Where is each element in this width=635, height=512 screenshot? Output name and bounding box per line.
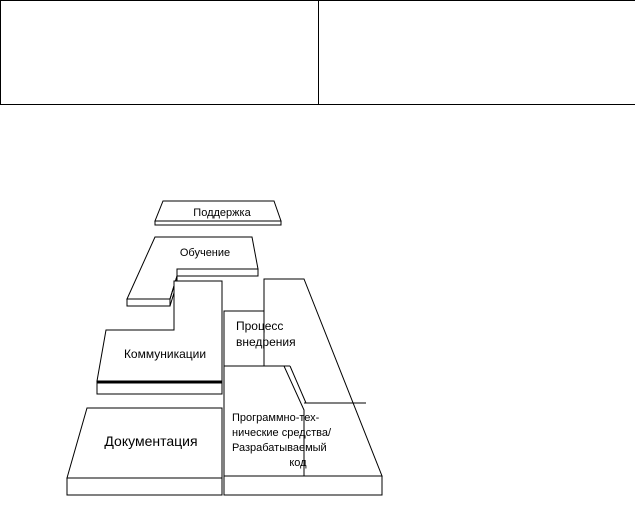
block-software-label-line2: нические средства/ [232,427,332,439]
block-documentation: Документация [66,407,223,496]
table-cell-left [0,0,319,105]
block-documentation-label: Документация [104,433,197,449]
block-software-label-line4: код [289,457,307,469]
table-row [0,0,635,105]
block-process-label-line2: внедрения [236,335,296,349]
block-communications-label: Коммуникации [124,347,206,361]
block-support-label: Поддержка [193,207,251,219]
block-communications: Коммуникации [96,280,223,395]
block-process-software: Процесс внедрения Программно-тех- ническ… [223,278,383,496]
block-process-label-line1: Процесс [236,319,283,333]
block-software-label-line3: Разрабатываемый [232,442,327,454]
block-software-label-line1: Программно-тех- [232,412,320,424]
block-support: Поддержка [154,200,282,226]
header-table [0,0,635,105]
block-training: Обучение [126,236,259,307]
block-training-label: Обучение [180,247,230,259]
table-cell-right [318,0,635,105]
